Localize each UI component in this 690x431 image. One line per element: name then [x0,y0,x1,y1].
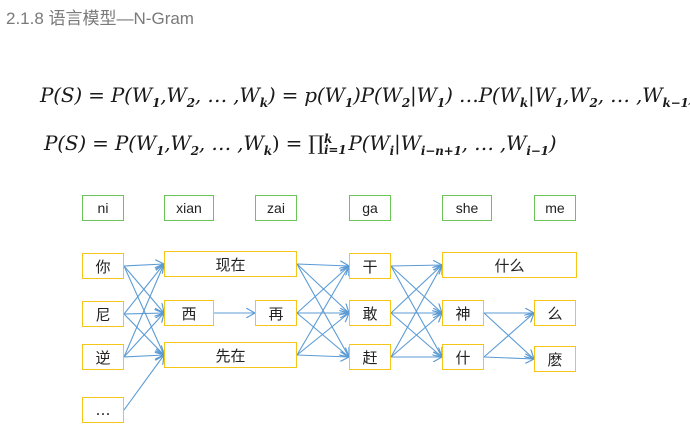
edge-ni3-to-xi [123,313,164,358]
edge-ni3-to-xianzai [123,264,164,358]
candidate-node-me2: 麽 [534,346,576,372]
candidate-node-xianzai: 现在 [164,251,297,277]
edge-ga3-to-shenme [390,265,442,358]
edge-ni4-to-xianzai2 [123,355,164,411]
edge-ni3-to-xianzai2 [123,355,164,357]
edge-ni1-to-xianzai [123,264,164,266]
edge-ni2-to-xi [123,313,164,314]
candidate-node-ni3: 逆 [82,344,124,370]
edge-xianzai2-to-ga3 [296,355,349,357]
edge-ga1-to-shenme [390,265,442,266]
edge-xianzai-to-ga2 [296,263,349,313]
pinyin-box-xian: xian [164,195,214,221]
edge-ga3-to-shen [390,313,442,358]
edge-zai-to-ga3 [296,312,349,357]
pinyin-box-ga: ga [349,195,391,221]
pinyin-box-zai: zai [255,195,297,221]
pinyin-box-me: me [534,195,576,221]
pinyin-box-ni: ni [82,195,124,221]
candidate-node-ni1: 你 [82,253,124,279]
pinyin-box-she: she [442,195,492,221]
edge-shen-to-me2 [483,312,534,359]
candidate-node-ga2: 敢 [349,300,391,326]
candidate-node-ni4: … [82,397,124,423]
edge-shi-to-me2 [483,357,534,359]
candidate-node-ga1: 干 [349,253,391,279]
candidate-node-xianzai2: 先在 [164,342,297,368]
formula-chain-rule: P(S) = P(W1,W2, … ,Wk) = p(W1)P(W2|W1) …… [40,83,690,110]
edge-xianzai2-to-ga1 [296,266,349,356]
candidate-node-xi: 西 [164,300,214,326]
candidate-node-me1: 么 [534,300,576,326]
candidate-node-shi: 什 [442,344,484,370]
candidate-node-zai: 再 [255,300,297,326]
edge-xianzai2-to-ga2 [296,313,349,356]
candidate-node-shen: 神 [442,300,484,326]
candidate-node-ga3: 赶 [349,344,391,370]
candidate-node-ni2: 尼 [82,301,124,327]
candidate-node-shenme: 什么 [442,252,577,278]
edge-shi-to-me1 [483,313,534,358]
page-title: 2.1.8 语言模型—N-Gram [6,9,194,28]
edge-xianzai-to-ga1 [296,264,349,266]
